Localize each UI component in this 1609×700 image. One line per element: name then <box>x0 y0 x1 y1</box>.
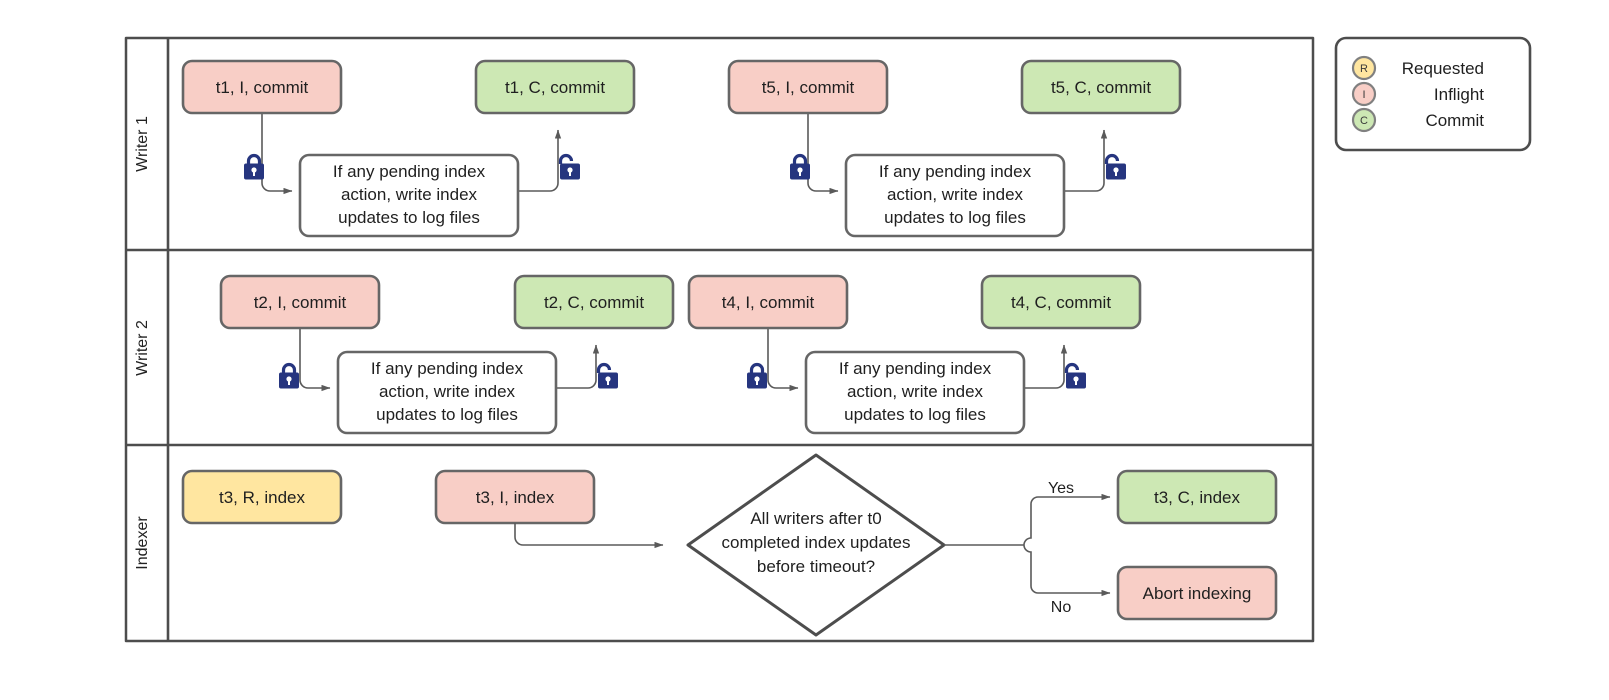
lock-closed-icon <box>747 362 767 389</box>
node-label: t3, C, index <box>1154 488 1240 507</box>
process-line-3: updates to log files <box>338 208 480 227</box>
legend-item-inflight: I Inflight <box>1351 81 1484 107</box>
node-label: t1, I, commit <box>216 78 309 97</box>
legend-item-commit: C Commit <box>1351 107 1484 133</box>
process-line-2: action, write index <box>341 185 478 204</box>
node-w1-t5-inflight[interactable]: t5, I, commit <box>727 59 889 115</box>
node-w1-t1-inflight[interactable]: t1, I, commit <box>181 59 343 115</box>
badge-inflight-icon <box>1351 81 1377 107</box>
node-ix-abort[interactable]: Abort indexing <box>1116 565 1278 621</box>
node-w2-t4-commit[interactable]: t4, C, commit <box>980 274 1142 330</box>
process-line-1: If any pending index <box>879 162 1032 181</box>
lock-open-icon <box>596 362 618 389</box>
edge-label-yes: Yes <box>1048 480 1074 497</box>
node-label: t4, I, commit <box>722 293 815 312</box>
badge-commit-icon <box>1351 107 1377 133</box>
process-line-3: updates to log files <box>844 405 986 424</box>
lock-open-icon <box>558 153 580 180</box>
legend-label-commit: Commit <box>1425 111 1484 130</box>
node-w2-t2-inflight[interactable]: t2, I, commit <box>219 274 381 330</box>
lane-label-writer1: Writer 1 <box>134 116 151 172</box>
node-w2-process-b[interactable]: If any pending index action, write index… <box>804 350 1026 435</box>
lane-label-text: Writer 2 <box>134 320 151 376</box>
node-ix-t3-inflight[interactable]: t3, I, index <box>434 469 596 525</box>
process-line-2: action, write index <box>847 382 984 401</box>
edge-inflight-to-decision <box>514 523 664 549</box>
legend-label-inflight: Inflight <box>1434 85 1484 104</box>
node-w1-process-b[interactable]: If any pending index action, write index… <box>844 153 1066 238</box>
lane-label-indexer: Indexer <box>134 516 151 570</box>
lock-open-icon <box>1064 362 1086 389</box>
edges-decision-branches <box>944 493 1111 597</box>
process-line-2: action, write index <box>379 382 516 401</box>
decision-line-2: completed index updates <box>721 533 910 552</box>
node-w2-t2-commit[interactable]: t2, C, commit <box>513 274 675 330</box>
lock-closed-icon <box>244 153 264 180</box>
badge-requested-letter: R <box>1360 63 1368 75</box>
decision-line-1: All writers after t0 <box>750 509 881 528</box>
lock-closed-icon <box>279 362 299 389</box>
node-w1-process-a[interactable]: If any pending index action, write index… <box>298 153 520 238</box>
legend-panel: R Requested I Inflight C Commit <box>1334 36 1532 152</box>
badge-inflight-letter: I <box>1362 89 1365 101</box>
node-label: t5, I, commit <box>762 78 855 97</box>
process-line-3: updates to log files <box>376 405 518 424</box>
node-label: t4, C, commit <box>1011 293 1111 312</box>
lane-label-text: Writer 1 <box>134 116 151 172</box>
node-label: t1, C, commit <box>505 78 605 97</box>
process-line-2: action, write index <box>887 185 1024 204</box>
node-w1-t5-commit[interactable]: t5, C, commit <box>1020 59 1182 115</box>
lane-label-text: Indexer <box>134 516 151 570</box>
edges-writer1-b <box>807 113 1108 195</box>
edges-writer2-b <box>767 328 1068 392</box>
lane-label-writer2: Writer 2 <box>134 320 151 376</box>
edges-writer2-a <box>299 328 600 392</box>
lock-closed-icon <box>790 153 810 180</box>
decision-line-3: before timeout? <box>757 557 875 576</box>
badge-commit-letter: C <box>1360 115 1368 127</box>
node-w2-t4-inflight[interactable]: t4, I, commit <box>687 274 849 330</box>
node-label: t3, I, index <box>476 488 555 507</box>
node-label: Abort indexing <box>1143 584 1252 603</box>
node-w2-process-a[interactable]: If any pending index action, write index… <box>336 350 558 435</box>
process-line-1: If any pending index <box>371 359 524 378</box>
legend-item-requested: R Requested <box>1351 55 1484 81</box>
edges-writer1-a <box>261 113 562 195</box>
process-line-1: If any pending index <box>839 359 992 378</box>
legend-label-requested: Requested <box>1402 59 1484 78</box>
node-label: t3, R, index <box>219 488 305 507</box>
node-w1-t1-commit[interactable]: t1, C, commit <box>474 59 636 115</box>
node-ix-decision[interactable]: All writers after t0 completed index upd… <box>686 453 946 637</box>
node-label: t2, I, commit <box>254 293 347 312</box>
node-label: t2, C, commit <box>544 293 644 312</box>
node-ix-t3-commit[interactable]: t3, C, index <box>1116 469 1278 525</box>
lock-open-icon <box>1104 153 1126 180</box>
edge-label-no: No <box>1051 599 1072 616</box>
process-line-1: If any pending index <box>333 162 486 181</box>
badge-requested-icon <box>1351 55 1377 81</box>
node-ix-t3-requested[interactable]: t3, R, index <box>181 469 343 525</box>
node-label: t5, C, commit <box>1051 78 1151 97</box>
process-line-3: updates to log files <box>884 208 1026 227</box>
